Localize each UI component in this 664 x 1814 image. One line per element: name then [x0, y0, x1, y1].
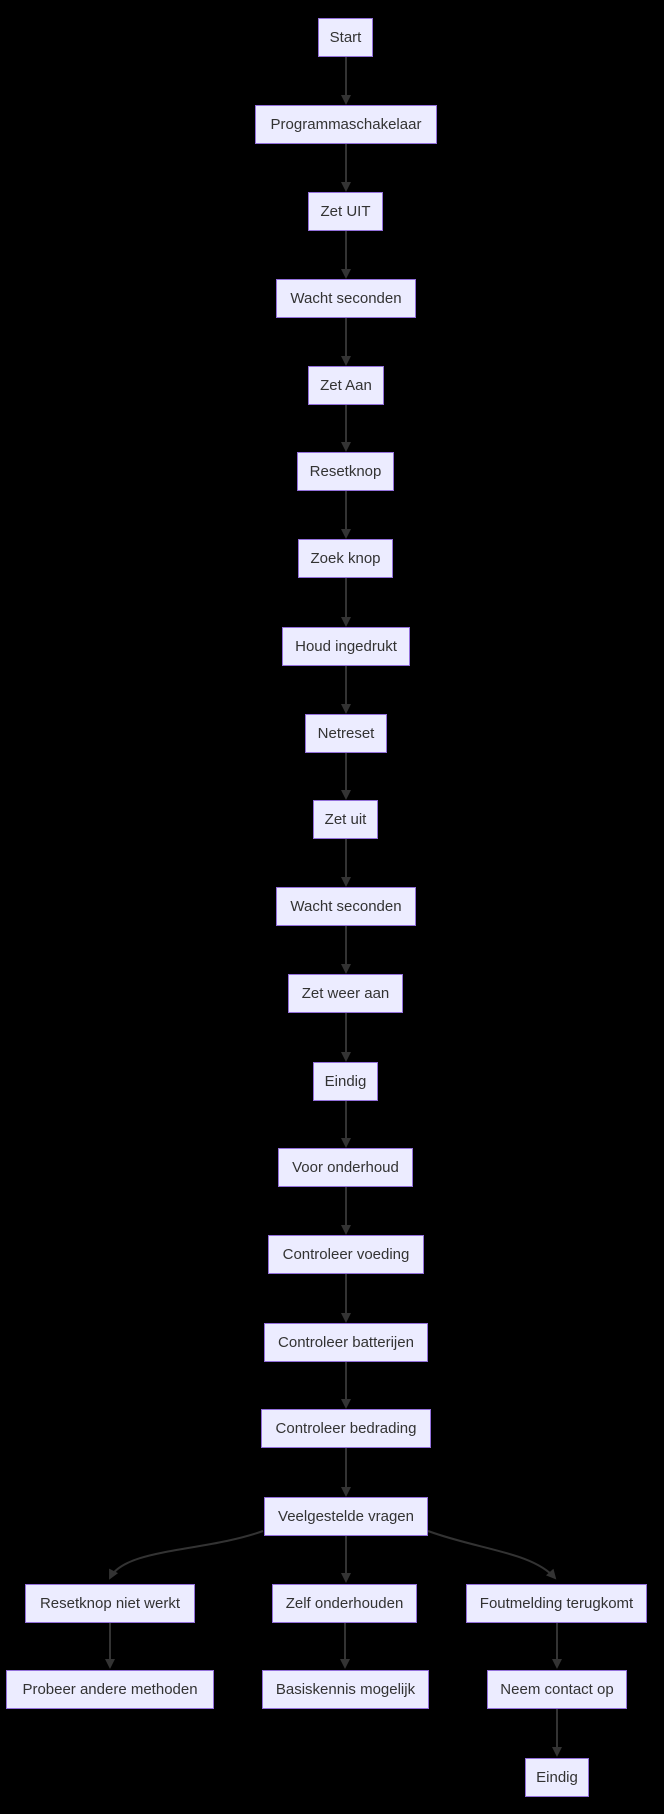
- edge-veelgestelde-vragen-resetknop-niet-werkt: [109, 1530, 264, 1580]
- flow-node-eindig-2: Eindig: [525, 1758, 589, 1797]
- flow-node-controleer-batterijen: Controleer batterijen: [264, 1323, 428, 1362]
- flow-node-basiskennis-mogelijk: Basiskennis mogelijk: [262, 1670, 429, 1709]
- flow-node-neem-contact-op: Neem contact op: [487, 1670, 627, 1709]
- flow-node-netreset: Netreset: [305, 714, 387, 753]
- flow-node-zet-weer-aan: Zet weer aan: [288, 974, 403, 1013]
- edge-veelgestelde-vragen-foutmelding-terugkomt: [427, 1530, 557, 1580]
- flow-node-eindig-1: Eindig: [313, 1062, 378, 1101]
- flow-node-zet-uit-2: Zet uit: [313, 800, 378, 839]
- flow-node-veelgestelde-vragen: Veelgestelde vragen: [264, 1497, 428, 1536]
- flow-node-start: Start: [318, 18, 373, 57]
- flow-node-resetknop: Resetknop: [297, 452, 394, 491]
- flow-node-wacht-seconden-1: Wacht seconden: [276, 279, 416, 318]
- flow-node-resetknop-niet-werkt: Resetknop niet werkt: [25, 1584, 195, 1623]
- flow-node-foutmelding-terugkomt: Foutmelding terugkomt: [466, 1584, 647, 1623]
- flow-node-zelf-onderhouden: Zelf onderhouden: [272, 1584, 417, 1623]
- flow-node-controleer-voeding: Controleer voeding: [268, 1235, 424, 1274]
- flow-node-zet-uit-1: Zet UIT: [308, 192, 383, 231]
- flow-node-controleer-bedrading: Controleer bedrading: [261, 1409, 431, 1448]
- flow-node-houd-ingedrukt: Houd ingedrukt: [282, 627, 410, 666]
- flow-node-wacht-seconden-2: Wacht seconden: [276, 887, 416, 926]
- flow-node-zoek-knop: Zoek knop: [298, 539, 393, 578]
- flow-node-programmaschakelaar: Programmaschakelaar: [255, 105, 437, 144]
- flow-node-voor-onderhoud: Voor onderhoud: [278, 1148, 413, 1187]
- flow-node-probeer-andere-methoden: Probeer andere methoden: [6, 1670, 214, 1709]
- flow-node-zet-aan: Zet Aan: [308, 366, 384, 405]
